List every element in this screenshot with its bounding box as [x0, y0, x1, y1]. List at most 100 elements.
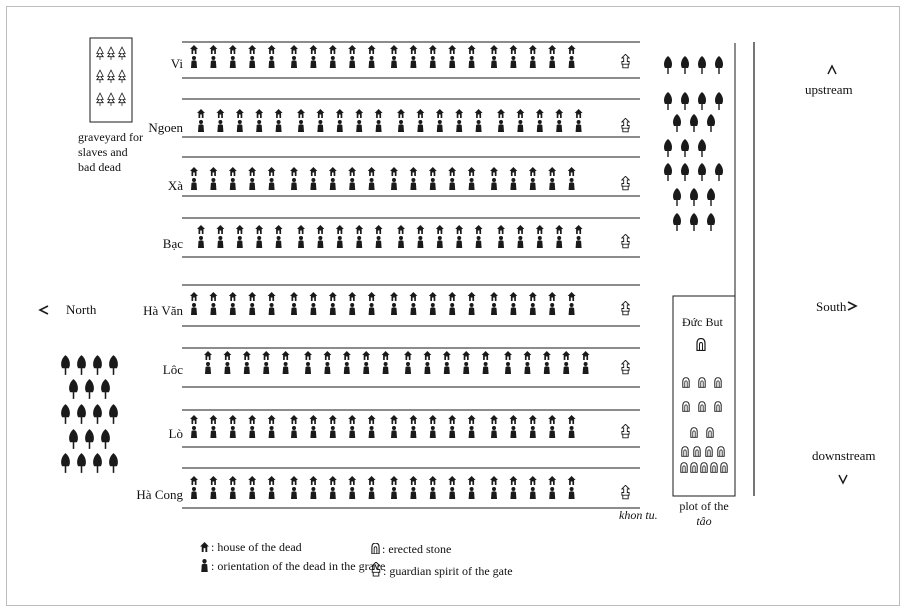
tree-icon: [715, 56, 723, 74]
grave-icon: [310, 426, 316, 438]
house-icon: [229, 292, 237, 301]
house-icon: [423, 351, 431, 360]
house-icon: [548, 415, 556, 424]
tree-icon: [93, 404, 102, 424]
grave-icon: [249, 178, 255, 190]
gate-spirits: [622, 54, 629, 499]
row-label-4: Bạc: [100, 236, 183, 251]
house-icon: [336, 109, 344, 118]
grave-icon: [210, 56, 216, 68]
legend-house-icon: [200, 542, 209, 552]
house-icon: [529, 45, 537, 54]
legend-stone-icon: [372, 543, 379, 554]
house-icon: [216, 109, 224, 118]
grave-icon: [330, 178, 336, 190]
house-icon: [568, 476, 576, 485]
house-icon: [416, 225, 424, 234]
house-icon: [582, 351, 590, 360]
south-label: South: [816, 299, 846, 314]
grave-icon: [210, 303, 216, 315]
grave-icon: [363, 362, 369, 374]
house-icon: [329, 292, 337, 301]
grave-icon: [230, 303, 236, 315]
house-icon: [490, 45, 498, 54]
grave-icon: [569, 303, 575, 315]
house-icon: [229, 45, 237, 54]
grave-icon: [410, 178, 416, 190]
tree-icon: [681, 139, 689, 157]
grave-icon: [205, 362, 211, 374]
house-icon: [468, 415, 476, 424]
house-icon: [329, 476, 337, 485]
house-icon: [223, 351, 231, 360]
house-icon: [409, 45, 417, 54]
house-icon: [509, 45, 517, 54]
grave-icon: [444, 362, 450, 374]
guardian-spirit-icon: [622, 360, 629, 374]
tree-icon: [119, 70, 125, 83]
grave-icon: [256, 236, 262, 248]
tree-icon: [698, 92, 706, 110]
grave-icon: [498, 236, 504, 248]
tree-icon: [69, 429, 78, 449]
house-icon: [255, 109, 263, 118]
erected-stone-icon: [699, 378, 705, 388]
grave-icon: [430, 56, 436, 68]
house-icon: [543, 351, 551, 360]
house-icon: [468, 45, 476, 54]
erected-stone-icon: [711, 463, 717, 473]
tree-icon: [108, 93, 114, 106]
gate-label: khon tu.: [619, 508, 658, 523]
grave-icon: [569, 487, 575, 499]
house-icon: [516, 225, 524, 234]
grave-icon: [337, 236, 343, 248]
grave-icon: [491, 303, 497, 315]
grave-icon: [191, 303, 197, 315]
erected-stone-icon: [683, 402, 689, 412]
house-icon: [409, 476, 417, 485]
house-icon: [297, 109, 305, 118]
tree-icon: [61, 453, 70, 473]
grave-icon: [291, 178, 297, 190]
house-icon: [390, 167, 398, 176]
row-label-5: Hà Văn: [100, 303, 183, 318]
tao-plot-title: Đức But: [682, 315, 723, 330]
house-icon: [304, 351, 312, 360]
house-icon: [562, 351, 570, 360]
row-label-8: Hà Cong: [100, 487, 183, 502]
house-icon: [468, 167, 476, 176]
slave-graveyard-label: graveyard for slaves and bad dead: [78, 130, 143, 175]
grave-icon: [491, 56, 497, 68]
tree-icon: [85, 429, 94, 449]
house-icon: [290, 415, 298, 424]
slave-graveyard-label-line1: graveyard for: [78, 130, 143, 145]
grave-icon: [510, 56, 516, 68]
erected-stone-icon: [706, 447, 712, 457]
grave-icon: [330, 303, 336, 315]
grave-icon: [269, 487, 275, 499]
house-icon: [268, 45, 276, 54]
grave-icon: [269, 178, 275, 190]
grave-icon: [283, 362, 289, 374]
grave-icon: [530, 56, 536, 68]
house-icon: [348, 167, 356, 176]
erected-stone-icon: [715, 378, 721, 388]
house-icon: [204, 351, 212, 360]
house-icon: [509, 167, 517, 176]
tree-icon: [715, 92, 723, 110]
row-label-7: Lò: [100, 426, 183, 441]
house-icon: [468, 476, 476, 485]
house-icon: [448, 292, 456, 301]
erected-stone-icon: [697, 339, 705, 351]
tree-icon: [664, 163, 672, 181]
grave-icon: [276, 236, 282, 248]
grave-icon: [210, 487, 216, 499]
house-icon: [348, 292, 356, 301]
house-icon: [555, 109, 563, 118]
house-icon: [229, 476, 237, 485]
grave-icon: [430, 426, 436, 438]
grave-icon: [530, 303, 536, 315]
grave-icon: [191, 56, 197, 68]
legend-guardian: : guardian spirit of the gate: [383, 564, 513, 579]
grave-icon: [417, 236, 423, 248]
